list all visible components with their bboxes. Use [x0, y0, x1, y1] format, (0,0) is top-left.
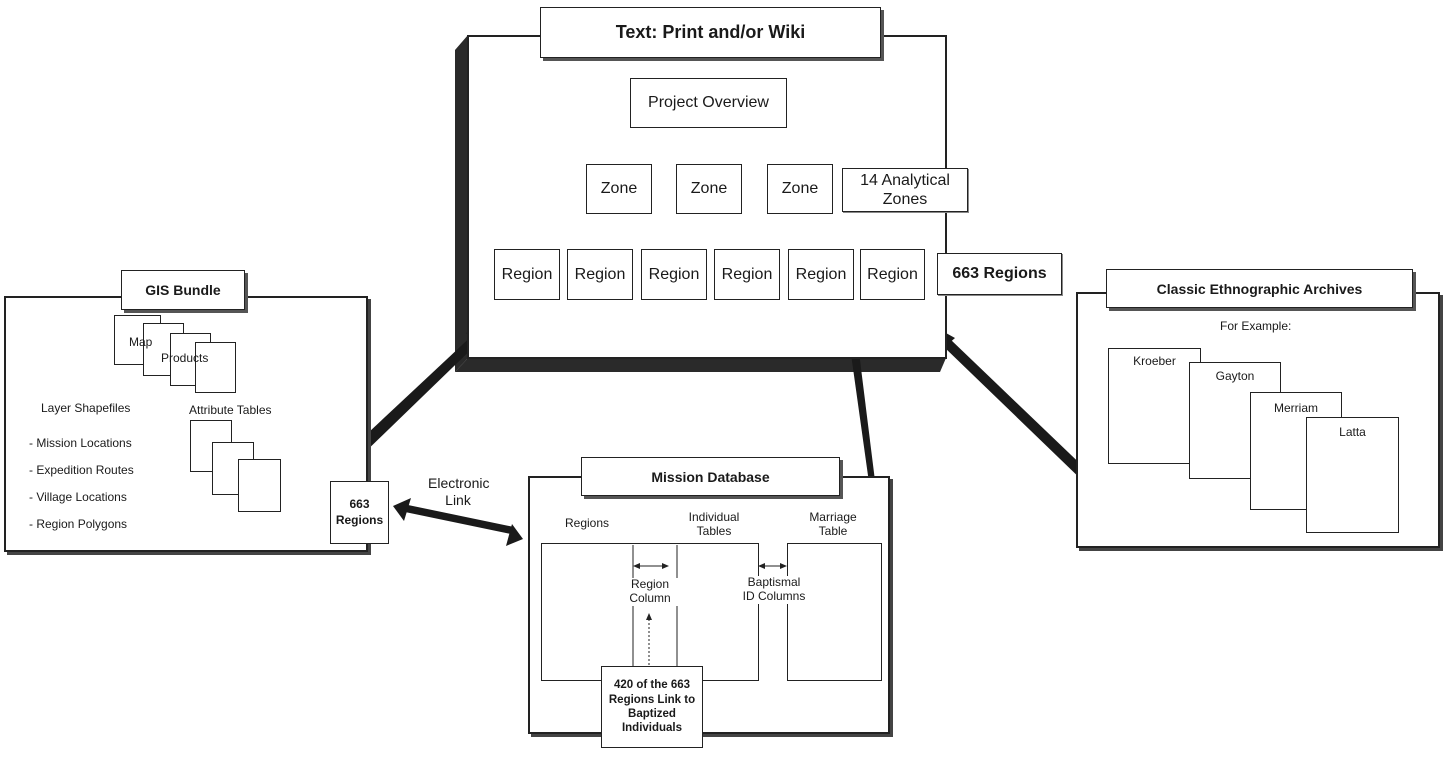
db-to-text-arrow-shaft [851, 352, 877, 497]
marriage-table-frame [787, 543, 882, 681]
layer-page-4 [195, 342, 236, 393]
layer-village-locations: - Village Locations [29, 490, 127, 504]
region-box-2: Region [567, 249, 633, 300]
electronic-link-arrow-head-left [393, 498, 411, 521]
archive-latta: Latta [1306, 417, 1399, 533]
electronic-link-label: Electronic Link [428, 475, 490, 508]
individual-tables-header: Individual Tables [688, 510, 740, 538]
marriage-table-header: Marriage Table [809, 510, 857, 538]
region-box-3: Region [641, 249, 707, 300]
mission-database-title: Mission Database [581, 457, 840, 496]
region-box-6: Region [860, 249, 925, 300]
text-panel-shadow-bottom [455, 358, 946, 372]
region-box-1: Region [494, 249, 560, 300]
archives-to-text-arrow-shaft [943, 339, 1093, 485]
region-column-label: Region Column [622, 577, 678, 606]
layer-shapefiles-label: Layer Shapefiles [41, 401, 131, 415]
archive-kroeber: Kroeber [1108, 348, 1201, 464]
gis-to-text-arrow-shaft [353, 331, 483, 458]
map-label: Map [129, 335, 153, 349]
gis-bundle-title: GIS Bundle [121, 270, 245, 310]
archive-latta-label: Latta [1339, 425, 1366, 439]
gis-regions-box: 663 Regions [330, 481, 389, 544]
zone-box-3: Zone [767, 164, 833, 214]
layer-mission-locations: - Mission Locations [29, 436, 132, 450]
zone-box-1: Zone [586, 164, 652, 214]
region-box-4: Region [714, 249, 780, 300]
electronic-link-arrow-head-right [506, 524, 523, 546]
archive-merriam-label: Merriam [1274, 401, 1318, 415]
archives-title: Classic Ethnographic Archives [1106, 269, 1413, 308]
text-panel-title: Text: Print and/or Wiki [540, 7, 881, 58]
baptized-link-note: 420 of the 663 Regions Link to Baptized … [601, 666, 703, 748]
zone-box-2: Zone [676, 164, 742, 214]
baptismal-id-columns-label: Baptismal ID Columns [742, 575, 806, 604]
electronic-link-arrow-shaft [405, 505, 514, 534]
archives-subtitle: For Example: [1220, 319, 1292, 333]
products-label: Products [161, 351, 209, 365]
attribute-tables-label: Attribute Tables [189, 403, 272, 417]
archive-gayton-label: Gayton [1215, 369, 1255, 383]
archive-kroeber-label: Kroeber [1133, 354, 1176, 368]
region-box-5: Region [788, 249, 854, 300]
analytical-zones-note: 14 Analytical Zones [842, 168, 968, 212]
project-overview-box: Project Overview [630, 78, 787, 128]
layer-expedition-routes: - Expedition Routes [29, 463, 134, 477]
region-individual-tables-frame [541, 543, 759, 681]
layer-region-polygons: - Region Polygons [29, 517, 128, 531]
attribute-table-page-3 [238, 459, 281, 512]
regions-header: Regions [565, 516, 610, 530]
mission-database-panel [528, 476, 890, 734]
regions-count-note: 663 Regions [937, 253, 1062, 295]
text-panel-shadow-left [455, 35, 468, 372]
